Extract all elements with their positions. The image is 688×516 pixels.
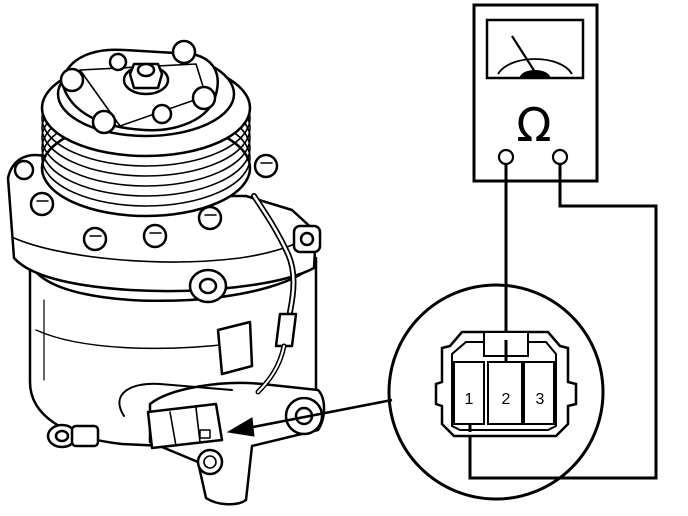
meter-jack-right — [551, 148, 569, 166]
compressor-connector — [146, 402, 224, 450]
body-band — [28, 260, 318, 302]
body-band-lower — [35, 329, 231, 350]
needle-pivot — [519, 70, 551, 79]
pin-label-3: 3 — [536, 391, 545, 408]
lower-fitting — [46, 423, 100, 449]
pin-cavity-1 — [453, 361, 485, 425]
wire-clip — [274, 312, 298, 348]
bracket-hole — [196, 448, 224, 476]
ac-compressor — [6, 39, 326, 506]
ohmmeter: Ω — [472, 3, 599, 183]
pin-label-2: 2 — [502, 391, 511, 408]
ground-wire — [118, 382, 233, 417]
pin-cavity-2 — [487, 361, 523, 425]
pin-label-1: 1 — [465, 391, 474, 408]
service-port — [292, 224, 322, 254]
meter-jack-left — [497, 148, 515, 166]
pin-cavity-3 — [523, 361, 555, 425]
detail-circle — [387, 283, 605, 501]
ohm-symbol: Ω — [516, 98, 551, 152]
pin-labels: 1 2 3 — [465, 391, 545, 408]
detail-pointer-arrow — [226, 398, 393, 437]
meter-needle — [511, 35, 536, 73]
meter-scale — [497, 58, 573, 75]
test-leads — [468, 164, 658, 480]
test-lead-pin1 — [468, 164, 658, 480]
side-boss — [188, 268, 228, 304]
thermal-protector — [216, 320, 254, 376]
connector-detail — [387, 283, 605, 501]
flange-bolts — [13, 153, 279, 252]
pulley — [40, 39, 252, 218]
front-housing — [6, 153, 318, 293]
